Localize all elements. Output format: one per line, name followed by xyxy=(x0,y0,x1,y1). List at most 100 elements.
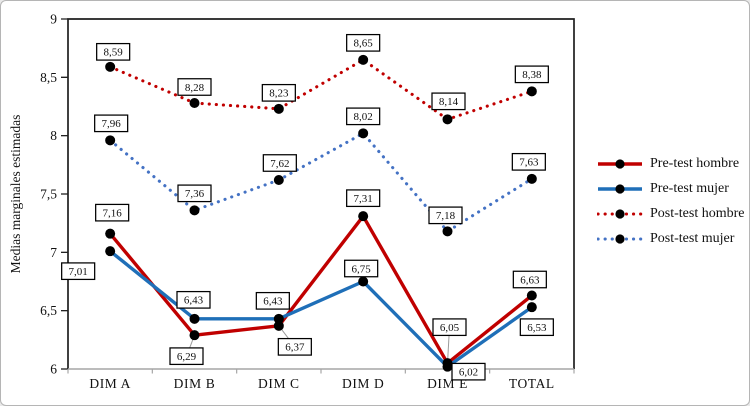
data-point-marker-post-test-mujer xyxy=(442,226,453,237)
legend-marker-dot xyxy=(615,234,625,244)
y-tick-label: 9 xyxy=(50,12,57,27)
data-point-marker-post-test-mujer xyxy=(105,135,116,146)
data-label-value: 7,01 xyxy=(69,266,88,278)
data-label-pre-test-mujer: 6,02 xyxy=(451,362,486,381)
y-tick-label: 8,5 xyxy=(40,70,57,85)
data-point-marker-pre-test-mujer xyxy=(526,302,537,313)
data-label-pre-test-hombre: 6,37 xyxy=(277,337,312,356)
data-label-box xyxy=(262,154,297,172)
data-label-value: 6,63 xyxy=(520,274,540,286)
data-label-post-test-mujer: 8,02 xyxy=(346,107,381,126)
data-label-box xyxy=(514,65,549,84)
y-tick-label: 7,5 xyxy=(40,187,57,202)
data-label-value: 6,29 xyxy=(177,351,197,363)
data-label-post-test-mujer: 7,96 xyxy=(94,114,129,133)
legend-item-pre-test-hombre: Pre-test hombre xyxy=(597,153,745,175)
data-label-pre-test-hombre: 6,63 xyxy=(512,270,547,289)
data-point-marker-pre-test-hombre xyxy=(105,228,116,239)
data-label-value: 8,65 xyxy=(354,38,374,50)
data-point-marker-post-test-mujer xyxy=(273,175,284,185)
data-point-marker-pre-test-hombre xyxy=(189,330,200,341)
data-label-value: 8,59 xyxy=(104,47,124,59)
x-category-label: DIM C xyxy=(258,376,300,391)
data-label-value: 7,36 xyxy=(185,188,205,200)
legend-item-post-test-hombre: Post-test hombre xyxy=(597,203,745,225)
data-label-value: 8,02 xyxy=(354,111,373,123)
data-point-marker-post-test-hombre xyxy=(189,98,200,108)
data-label-post-test-hombre: 8,59 xyxy=(96,42,131,61)
data-label-box xyxy=(261,83,296,102)
data-point-marker-post-test-hombre xyxy=(105,61,116,72)
legend-line-sample-solid xyxy=(598,184,642,194)
data-point-marker-pre-test-hombre xyxy=(273,320,284,331)
data-label-post-test-mujer: 7,62 xyxy=(262,154,297,172)
legend-item-pre-test-mujer: Pre-test mujer xyxy=(597,178,745,200)
y-tick-label: 7 xyxy=(50,245,57,260)
data-label-box xyxy=(61,262,96,281)
legend-item-post-test-mujer: Post-test mujer xyxy=(597,228,745,250)
data-label-value: 7,31 xyxy=(354,193,373,205)
series-line-post-test-hombre xyxy=(108,58,534,121)
data-point-marker-post-test-hombre xyxy=(526,86,537,97)
data-label-pre-test-mujer: 6,43 xyxy=(176,290,211,309)
data-label-box xyxy=(428,206,463,225)
data-label-box xyxy=(255,291,290,310)
series-line-post-test-mujer xyxy=(108,131,534,233)
data-label-value: 7,16 xyxy=(103,207,123,219)
data-label-box xyxy=(432,318,467,337)
data-point-marker-post-test-hombre xyxy=(358,54,369,65)
y-tick-label: 6,5 xyxy=(40,303,57,318)
data-label-value: 6,43 xyxy=(184,295,204,307)
data-label-pre-test-hombre: 7,31 xyxy=(346,189,381,208)
data-label-box xyxy=(177,184,212,203)
data-label-pre-test-mujer: 6,43 xyxy=(255,291,290,310)
data-point-marker-post-test-mujer xyxy=(526,173,537,184)
data-label-box xyxy=(346,33,381,52)
data-label-box xyxy=(176,290,211,309)
data-point-marker-pre-test-hombre xyxy=(358,211,369,222)
data-label-value: 7,62 xyxy=(270,158,289,170)
legend-label: Post-test mujer xyxy=(650,231,735,246)
data-label-box xyxy=(94,114,129,133)
data-point-marker-pre-test-mujer xyxy=(105,246,116,257)
data-label-value: 7,63 xyxy=(519,157,539,169)
data-label-post-test-mujer: 7,36 xyxy=(177,184,212,203)
data-point-marker-pre-test-hombre xyxy=(526,290,537,301)
data-label-box xyxy=(519,318,554,337)
data-label-pre-test-mujer: 7,01 xyxy=(61,262,96,281)
data-label-post-test-hombre: 8,38 xyxy=(514,65,549,84)
data-label-value: 6,43 xyxy=(263,296,283,308)
data-label-value: 6,05 xyxy=(440,322,460,334)
data-label-value: 6,53 xyxy=(527,322,547,334)
data-label-box xyxy=(346,189,381,208)
data-label-box xyxy=(95,203,130,222)
data-label-box xyxy=(177,78,212,96)
data-label-value: 6,75 xyxy=(352,263,372,275)
legend-label: Post-test hombre xyxy=(650,206,745,221)
data-label-post-test-hombre: 8,23 xyxy=(261,83,296,102)
data-label-pre-test-hombre: 6,05 xyxy=(432,318,467,337)
y-tick-label: 8 xyxy=(50,128,57,143)
data-label-box xyxy=(511,152,546,171)
legend-marker-dot xyxy=(615,184,625,194)
legend-marker-dot xyxy=(615,159,625,169)
data-label-box xyxy=(344,259,379,278)
legend-label: Pre-test mujer xyxy=(650,181,729,196)
data-label-box xyxy=(346,107,381,126)
data-label-box xyxy=(277,337,312,356)
data-label-pre-test-mujer: 6,75 xyxy=(344,259,379,278)
data-label-value: 8,28 xyxy=(185,82,205,94)
data-label-value: 6,02 xyxy=(459,366,478,378)
plot-frame xyxy=(67,18,575,369)
series-line-pre-test-hombre xyxy=(108,214,533,365)
data-point-marker-post-test-mujer xyxy=(189,205,200,216)
data-label-value: 8,14 xyxy=(439,96,459,108)
data-point-marker-pre-test-mujer xyxy=(442,361,453,372)
data-label-value: 8,23 xyxy=(269,88,289,100)
data-point-marker-pre-test-mujer xyxy=(273,313,284,324)
x-category-label: TOTAL xyxy=(509,376,555,391)
y-tick-label: 6 xyxy=(50,362,57,377)
data-label-value: 8,38 xyxy=(522,69,542,81)
data-label-box xyxy=(512,270,547,289)
